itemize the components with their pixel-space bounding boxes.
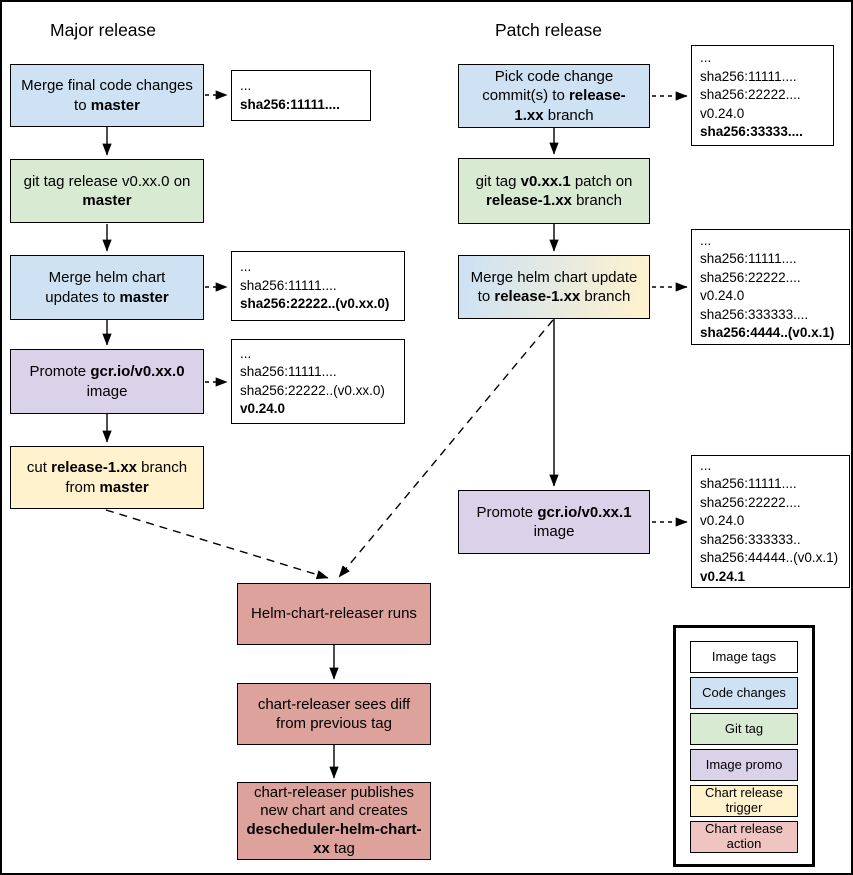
image-tag-line: sha256:22222..(v0.xx.0) xyxy=(240,296,390,312)
image-tag-line: sha256:22222.... xyxy=(700,494,801,510)
major-release-heading: Major release xyxy=(50,20,157,40)
image-tags-box-patch-2: ... sha256:11111.... sha256:22222.... v0.24… xyxy=(691,229,850,345)
node-label: git tag release v0.xx.0 on master xyxy=(23,172,191,210)
image-tag-line: v0.24.1 xyxy=(700,568,746,584)
image-tag-line: v0.24.0 xyxy=(700,513,745,529)
legend-item-chart-trigger: Chart release trigger xyxy=(690,785,798,817)
node-label: git tag v0.xx.1 patch on release-1.xx br… xyxy=(475,172,633,210)
patch-release-heading: Patch release xyxy=(495,20,603,40)
image-tags-box-patch-1: ... sha256:11111.... sha256:22222.... v0.24… xyxy=(691,45,834,146)
image-tag-line: sha256:11111.... xyxy=(240,277,337,293)
image-tag-line: sha256:22222.... xyxy=(700,87,801,103)
legend-item-git-tag: Git tag xyxy=(690,713,798,745)
image-tag-line: sha256:22222..(v0.xx.0) xyxy=(240,382,385,398)
node-label: cut release-1.xx branch from master xyxy=(26,459,188,496)
node-merge-final-code-changes: Merge final code changes to master xyxy=(10,64,204,127)
node-merge-helm-chart-updates: Merge helm chart updates to master xyxy=(10,255,204,320)
node-promote-image-major: Promote gcr.io/v0.xx.0 image xyxy=(10,349,204,414)
image-tag-line: ... xyxy=(240,259,252,275)
node-label: Pick code change commit(s) to release-1.… xyxy=(482,67,626,124)
image-tag-line: sha256:11111.... xyxy=(240,364,337,379)
image-tags-box-major-3: ... sha256:11111.... sha256:22222..(v0.xx.… xyxy=(231,339,405,424)
node-cut-release-branch: cut release-1.xx branch from master xyxy=(10,446,204,509)
image-tag-line: sha256:11111.... xyxy=(240,96,340,112)
node-label: Merge final code changes to master xyxy=(21,77,193,114)
node-label: Merge helm chart update to release-1.xx … xyxy=(470,268,638,306)
node-helm-chart-releaser-runs: Helm-chart-releaser runs xyxy=(237,583,431,645)
image-tag-line: ... xyxy=(240,345,252,361)
image-tag-line: v0.24.0 xyxy=(700,105,745,121)
image-tag-line: sha256:11111.... xyxy=(700,476,797,492)
image-tags-box-major-2: ... sha256:11111.... sha256:22222..(v0.xx.… xyxy=(231,251,405,321)
image-tag-line: sha256:333333.... xyxy=(700,306,809,322)
image-tag-line: sha256:4444..(v0.x.1) xyxy=(700,325,835,340)
node-merge-helm-chart-update-patch: Merge helm chart update to release-1.xx … xyxy=(458,255,650,319)
node-promote-image-patch: Promote gcr.io/v0.xx.1 image xyxy=(458,490,650,554)
node-label: Helm-chart-releaser runs xyxy=(251,605,417,623)
image-tag-line: ... xyxy=(700,232,712,248)
image-tag-line: sha256:22222.... xyxy=(700,269,801,285)
node-git-tag-release-major: git tag release v0.xx.0 on master xyxy=(10,159,204,223)
node-label: Merge helm chart updates to master xyxy=(45,269,169,306)
image-tag-line: ... xyxy=(700,50,712,66)
legend-item-image-promo: Image promo xyxy=(690,749,798,781)
node-pick-code-change-commits: Pick code change commit(s) to release-1.… xyxy=(458,64,650,128)
node-git-tag-patch: git tag v0.xx.1 patch on release-1.xx br… xyxy=(458,158,650,224)
image-tag-line: sha256:333333.. xyxy=(700,531,801,547)
node-label: chart-releaser publishes new chart and c… xyxy=(246,783,422,857)
image-tag-line: ... xyxy=(700,457,712,473)
legend-item-legend-action: Chart release action xyxy=(690,821,798,853)
legend-item-code-changes: Code changes xyxy=(690,677,798,709)
image-tag-line: sha256:11111.... xyxy=(700,68,797,84)
image-tag-line: ... xyxy=(240,78,252,93)
image-tag-line: sha256:11111.... xyxy=(700,251,797,266)
node-chart-releaser-publishes: chart-releaser publishes new chart and c… xyxy=(237,782,431,860)
image-tag-line: sha256:44444..(v0.x.1) xyxy=(700,550,839,566)
image-tags-box-major-1: ... sha256:11111.... xyxy=(231,70,371,121)
node-label: Promote gcr.io/v0.xx.0 image xyxy=(29,363,185,400)
dashed-arrow-m5-a1 xyxy=(105,509,329,580)
node-label: chart-releaser sees diff from previous t… xyxy=(257,695,411,733)
image-tags-box-patch-3: ... sha256:11111.... sha256:22222.... v0.24… xyxy=(691,455,850,588)
image-tag-line: sha256:33333.... xyxy=(700,124,803,140)
legend-item-image-tags: Image tags xyxy=(690,641,798,673)
node-chart-releaser-sees-diff: chart-releaser sees diff from previous t… xyxy=(237,683,431,745)
node-label: Promote gcr.io/v0.xx.1 image xyxy=(476,503,632,541)
image-tag-line: v0.24.0 xyxy=(240,401,286,416)
image-tag-line: v0.24.0 xyxy=(700,288,745,303)
